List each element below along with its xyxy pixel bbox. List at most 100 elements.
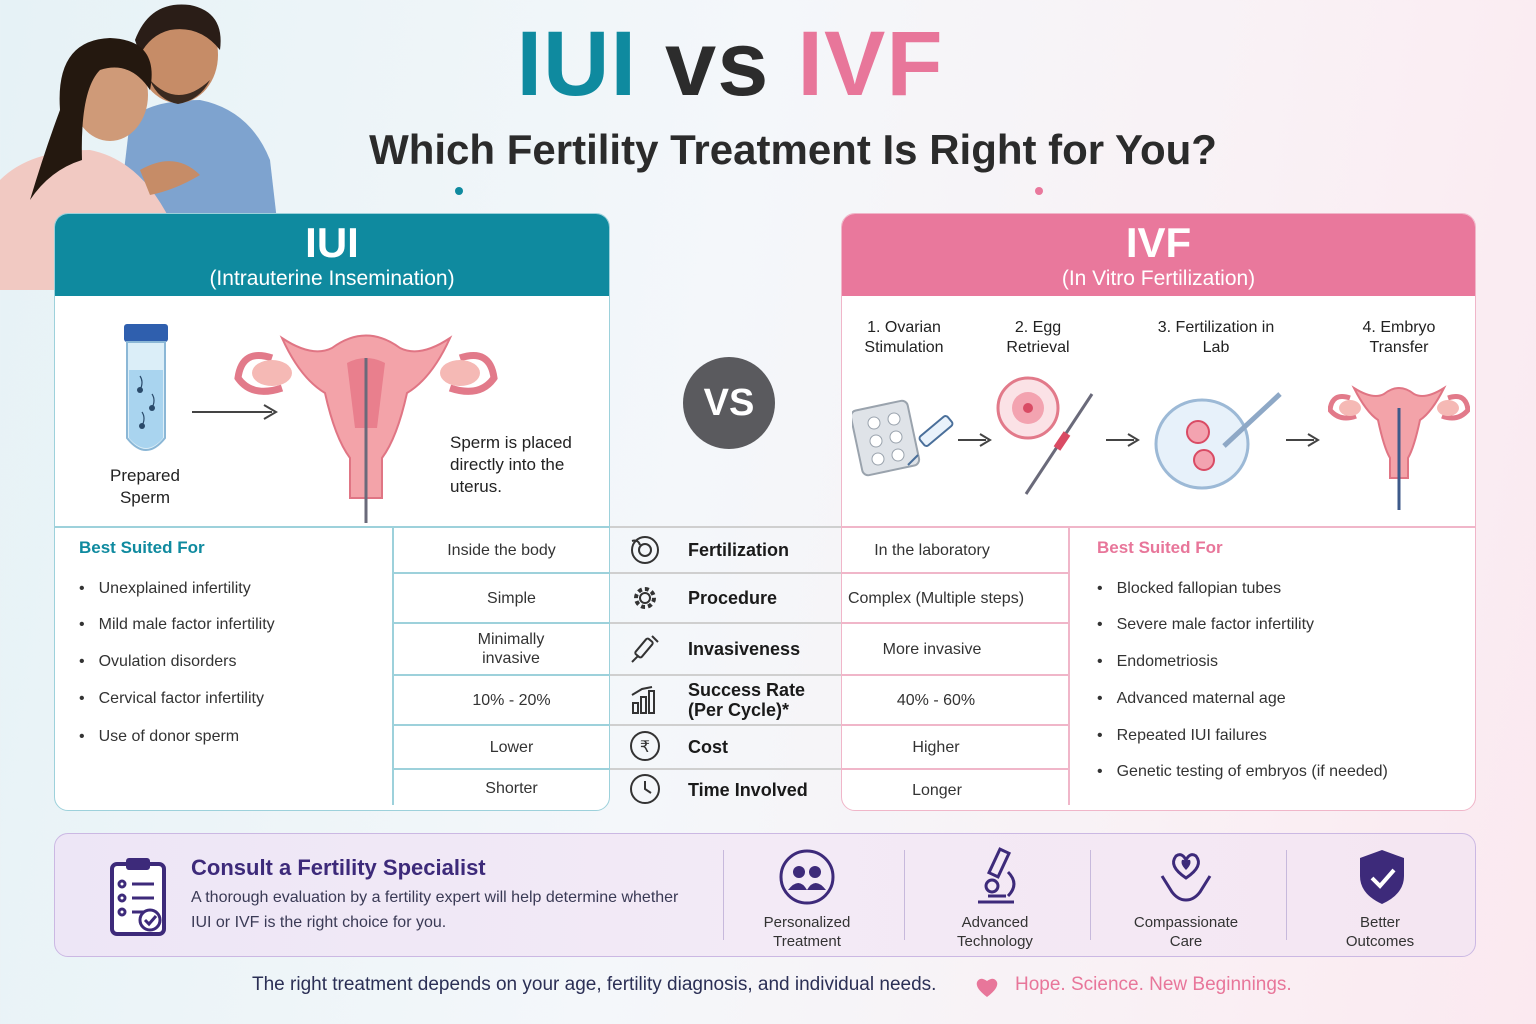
ivf-step-2: 2. Egg Retrieval <box>1006 319 1070 356</box>
egg-retrieval-icon <box>996 376 1094 495</box>
ivf-best-suited-item: Genetic testing of embryos (if needed) <box>1097 763 1388 781</box>
ivf-best-suited-item: Blocked fallopian tubes <box>1097 580 1282 598</box>
row-divider <box>393 572 610 574</box>
consult-banner <box>54 833 1476 957</box>
arrow-right-icon <box>958 433 992 447</box>
prepared-sperm-label: Prepared Sperm <box>110 466 180 507</box>
iui-value-fertilization: Inside the body <box>447 541 556 559</box>
main-title: IUI vs IVF <box>0 12 1460 117</box>
iui-caption: Sperm is placed directly into the uterus… <box>450 433 572 496</box>
title-iui: IUI <box>516 13 638 115</box>
ivf-panel: IVF (In Vitro Fertilization) <box>841 213 1476 811</box>
row-divider <box>841 768 1068 770</box>
people-icon <box>779 849 835 905</box>
criterion-success-rate: Success Rate (Per Cycle)* <box>688 680 806 720</box>
criterion-fertilization: Fertilization <box>688 540 790 560</box>
row-divider <box>841 572 1068 574</box>
heart-icon <box>976 978 998 997</box>
row-divider <box>610 768 841 770</box>
feature-personalized: Personalized Treatment <box>763 914 851 950</box>
row-divider <box>393 622 610 624</box>
feature-technology: Advanced Technology <box>957 914 1033 950</box>
feature-divider <box>1286 850 1287 940</box>
ivf-value-fertilization: In the laboratory <box>874 541 990 559</box>
consult-title: Consult a Fertility Specialist <box>191 855 486 880</box>
ivf-value-invasiveness: More invasive <box>882 640 982 658</box>
ivf-value-success-rate: 40% - 60% <box>896 691 976 709</box>
iui-panel: IUI (Intrauterine Insemination) <box>54 213 610 811</box>
ivf-name: IVF <box>1125 219 1192 266</box>
row-divider <box>610 526 841 528</box>
title-divider <box>455 187 1043 195</box>
row-divider <box>841 526 1476 528</box>
microscope-icon <box>978 847 1016 904</box>
iui-name: IUI <box>305 219 359 266</box>
row-divider <box>610 674 841 676</box>
iui-best-suited-item: Mild male factor infertility <box>79 616 275 634</box>
row-divider <box>610 724 841 726</box>
ivf-value-procedure: Complex (Multiple steps) <box>847 589 1025 607</box>
row-divider <box>841 674 1068 676</box>
consult-text: A thorough evaluation by a fertility exp… <box>191 889 679 931</box>
ivf-best-suited-item: Repeated IUI failures <box>1097 727 1267 745</box>
ivf-step-1: 1. Ovarian Stimulation <box>864 319 944 356</box>
criterion-invasiveness: Invasiveness <box>688 639 801 659</box>
ivf-best-suited-title: Best Suited For <box>1097 538 1223 557</box>
feature-outcomes: Better Outcomes <box>1345 914 1415 950</box>
iui-value-cost: Lower <box>489 738 534 756</box>
row-divider <box>841 622 1068 624</box>
iui-best-suited-title: Best Suited For <box>79 538 205 557</box>
row-divider <box>393 768 610 770</box>
iui-best-suited-item: Ovulation disorders <box>79 653 237 671</box>
rupee-icon: ₹ <box>630 731 660 761</box>
ivf-step-4: 4. Embryo Transfer <box>1362 319 1436 356</box>
iui-best-suited-item: Unexplained infertility <box>79 580 251 598</box>
syringe-icon <box>631 635 659 663</box>
footer-note: The right treatment depends on your age,… <box>252 974 937 995</box>
petri-dish-icon <box>1154 392 1282 490</box>
ivf-best-suited-item: Advanced maternal age <box>1097 690 1286 708</box>
col-divider <box>1068 527 1070 805</box>
criterion-procedure: Procedure <box>688 588 778 608</box>
row-divider <box>54 526 610 528</box>
criterion-cost: Cost <box>688 737 728 757</box>
ivf-best-suited-item: Severe male factor infertility <box>1097 616 1314 634</box>
clock-icon <box>630 774 660 804</box>
row-divider <box>610 572 841 574</box>
iui-header: IUI (Intrauterine Insemination) <box>55 214 609 296</box>
feature-divider <box>1090 850 1091 940</box>
shield-check-icon <box>1360 850 1404 904</box>
iui-full-name: (Intrauterine Insemination) <box>209 267 455 290</box>
uterus-ivf-icon <box>1328 385 1470 510</box>
ivf-best-suited-item: Endometriosis <box>1097 653 1218 671</box>
iui-best-suited-item: Use of donor sperm <box>79 728 240 746</box>
feature-care: Compassionate Care <box>1133 914 1239 950</box>
bar-chart-icon <box>631 686 655 714</box>
vs-badge: VS <box>683 357 775 449</box>
tagline: Hope. Science. New Beginnings. <box>1015 974 1292 995</box>
criterion-time: Time Involved <box>688 780 808 800</box>
sperm-tube-icon <box>124 324 168 451</box>
feature-divider <box>723 850 724 940</box>
col-divider <box>392 527 394 805</box>
row-divider <box>393 674 610 676</box>
uterus-iui-icon <box>234 334 498 523</box>
row-divider <box>610 622 841 624</box>
gear-icon <box>634 587 656 609</box>
ivf-header: IVF (In Vitro Fertilization) <box>842 214 1475 296</box>
subtitle: Which Fertility Treatment Is Right for Y… <box>369 126 1217 173</box>
title-ivf: IVF <box>797 13 944 115</box>
iui-best-suited-item: Cervical factor infertility <box>79 690 264 708</box>
arrow-right-icon <box>1286 433 1320 447</box>
arrow-right-icon <box>192 404 278 420</box>
title-vs: vs <box>665 13 770 115</box>
ivf-step-3: 3. Fertilization in Lab <box>1157 319 1275 356</box>
svg-text:₹: ₹ <box>640 737 650 756</box>
pills-syringe-icon <box>852 399 954 477</box>
row-divider <box>393 724 610 726</box>
iui-value-procedure: Simple <box>487 589 536 607</box>
ivf-full-name: (In Vitro Fertilization) <box>1061 267 1256 290</box>
arrow-right-icon <box>1106 433 1140 447</box>
iui-value-invasiveness: Minimally invasive <box>477 631 545 667</box>
feature-divider <box>904 850 905 940</box>
